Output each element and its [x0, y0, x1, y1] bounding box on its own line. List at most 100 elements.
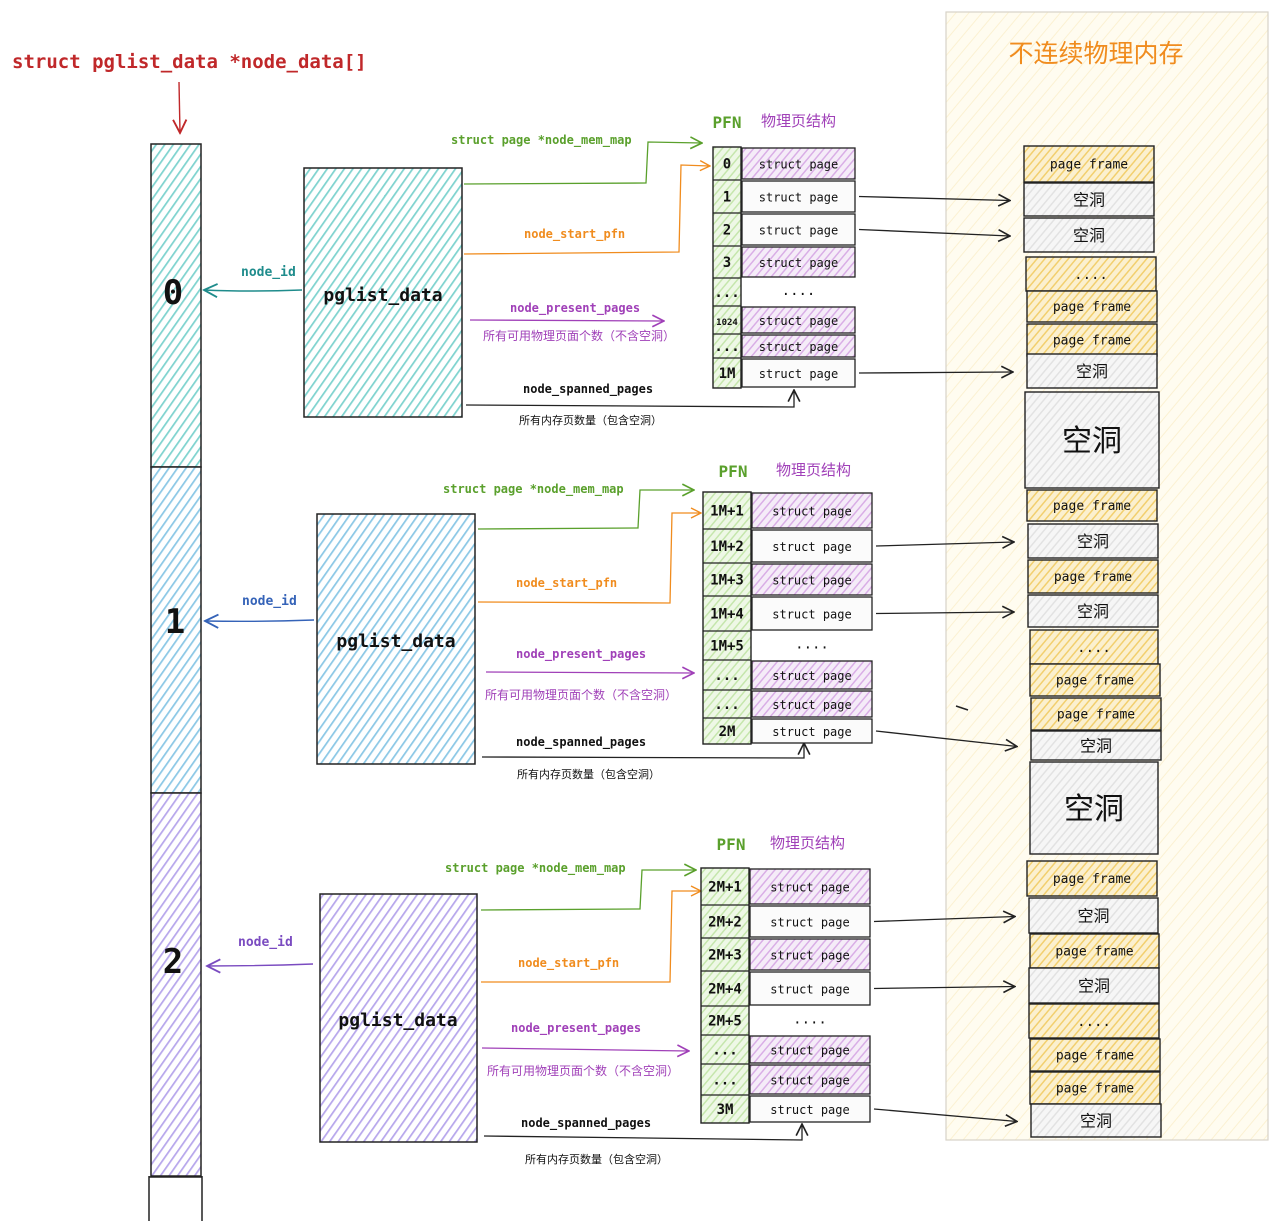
hole-block[interactable]: [1030, 1103, 1162, 1138]
struct-header: 物理页结构: [776, 461, 851, 479]
mapping-arrow: [875, 730, 1017, 747]
pglist-data-box[interactable]: [319, 893, 478, 1143]
page-frame-block[interactable]: [1027, 559, 1159, 594]
pglist-data-label: pglist_data: [336, 631, 455, 652]
pglist-data-node-0[interactable]: pglist_data: [303, 167, 463, 418]
node-array-cell-2[interactable]: [150, 792, 202, 1177]
memory-block-frame: page frame: [1029, 663, 1161, 697]
struct-page-cell[interactable]: [741, 213, 856, 246]
page-frame-block[interactable]: [1026, 323, 1158, 357]
struct-page-cell[interactable]: [741, 306, 856, 334]
struct-page-label: struct page: [772, 540, 851, 554]
pfn-cell: 1024: [716, 318, 738, 328]
memory-block-label: 空洞: [1073, 190, 1105, 209]
struct-page-cell[interactable]: [741, 334, 856, 358]
struct-page-label: struct page: [759, 224, 838, 238]
memory-block-dots: ....: [1028, 1003, 1160, 1039]
mapping-arrow: [858, 228, 1010, 237]
page-frame-block[interactable]: [1029, 1071, 1161, 1105]
page-frame-block[interactable]: [1026, 489, 1158, 522]
struct-page-cell[interactable]: [751, 690, 873, 718]
memory-block-label: page frame: [1053, 334, 1131, 349]
pglist-data-box[interactable]: [303, 167, 463, 418]
struct-page-cell[interactable]: [751, 718, 873, 744]
hole-block[interactable]: [1027, 523, 1159, 559]
struct-page-cell[interactable]: [749, 971, 871, 1006]
struct-page-cell[interactable]: [749, 938, 871, 971]
page-frame-block[interactable]: [1029, 933, 1160, 969]
hole-block[interactable]: [1023, 182, 1155, 217]
hole-block[interactable]: [1028, 897, 1159, 934]
node-2-links: struct page *node_mem_map node_start_pfn…: [445, 861, 802, 1166]
struct-page-ellipsis: ....: [795, 637, 829, 653]
page-frame-block[interactable]: [1026, 860, 1158, 897]
page-frame-block[interactable]: [1026, 290, 1158, 323]
struct-page-cell[interactable]: [749, 1064, 871, 1095]
memory-block-label: 空洞: [1080, 1111, 1112, 1130]
memory-ellipsis-block[interactable]: [1028, 1003, 1160, 1039]
pglist-data-box[interactable]: [316, 513, 476, 765]
struct-page-cell[interactable]: [741, 358, 856, 388]
struct-page-cell[interactable]: [741, 147, 856, 180]
memory-block-hole: 空洞: [1026, 353, 1158, 389]
page-frame-block[interactable]: [1029, 1038, 1161, 1072]
page-frame-block[interactable]: [1023, 145, 1155, 183]
pfn-cell: 1M+1: [710, 504, 744, 520]
struct-page-cell[interactable]: [741, 180, 856, 213]
mem-map-arrow: [477, 490, 694, 530]
struct-page-ellipsis: ....: [793, 1012, 827, 1028]
struct-page-cell[interactable]: [749, 868, 871, 905]
struct-page-label: struct page: [772, 698, 851, 712]
memory-block-label: 空洞: [1064, 792, 1124, 827]
mapping-arrow: [875, 612, 1014, 614]
pfn-cell: 2M+4: [708, 982, 742, 998]
spanned-pages-label: node_spanned_pages: [516, 735, 646, 750]
hole-block[interactable]: [1030, 730, 1162, 761]
pfn-cell: 2M+5: [708, 1014, 742, 1030]
struct-page-cell[interactable]: [751, 492, 873, 529]
spanned-pages-arrow: [481, 743, 804, 759]
memory-block-dots: ....: [1025, 256, 1157, 292]
start-pfn-arrow: [477, 513, 701, 604]
struct-page-label: struct page: [759, 256, 838, 270]
struct-page-cell[interactable]: [751, 660, 873, 690]
hole-block[interactable]: [1024, 391, 1160, 489]
struct-page-label: struct page: [759, 314, 838, 328]
struct-page-cell[interactable]: [751, 563, 873, 596]
struct-page-cell[interactable]: [749, 1035, 871, 1064]
struct-page-cell[interactable]: [749, 905, 871, 938]
hole-block[interactable]: [1023, 217, 1155, 253]
struct-page-cell[interactable]: [749, 1095, 871, 1123]
pfn-cell: 2M+1: [708, 880, 742, 896]
node-array-cell-1[interactable]: [150, 466, 202, 794]
memory-block-hole: 空洞: [1030, 1103, 1162, 1138]
pfn-cell: 2M+3: [708, 948, 742, 964]
pglist-data-node-2[interactable]: pglist_data: [319, 893, 478, 1143]
struct-page-cell[interactable]: [751, 596, 873, 631]
pfn-cell: 0: [723, 157, 731, 173]
diagram-title: struct pglist_data *node_data[]: [12, 51, 367, 73]
mem-map-arrow: [480, 870, 696, 911]
memory-block-frame: page frame: [1029, 933, 1160, 969]
node-id-arrow-2: [207, 964, 314, 966]
node-1-links: struct page *node_mem_map node_start_pfn…: [443, 482, 804, 781]
hole-block[interactable]: [1029, 761, 1159, 855]
page-frame-block[interactable]: [1029, 663, 1161, 697]
memory-block-label: 空洞: [1078, 976, 1110, 995]
memory-ellipsis-block[interactable]: [1025, 256, 1157, 292]
hole-block[interactable]: [1028, 967, 1160, 1004]
spanned-pages-arrow: [465, 390, 794, 408]
hole-block[interactable]: [1026, 353, 1158, 389]
struct-page-label: struct page: [772, 608, 851, 622]
struct-header: 物理页结构: [761, 112, 836, 130]
struct-page-cell[interactable]: [741, 246, 856, 278]
hole-block[interactable]: [1027, 594, 1159, 628]
struct-page-cell[interactable]: [751, 529, 873, 563]
mem-map-label: struct page *node_mem_map: [451, 133, 632, 148]
pglist-data-node-1[interactable]: pglist_data: [316, 513, 476, 765]
node-array-cell-0[interactable]: [150, 143, 202, 468]
page-frame-block[interactable]: [1030, 697, 1162, 731]
memory-block-label: page frame: [1055, 945, 1133, 960]
